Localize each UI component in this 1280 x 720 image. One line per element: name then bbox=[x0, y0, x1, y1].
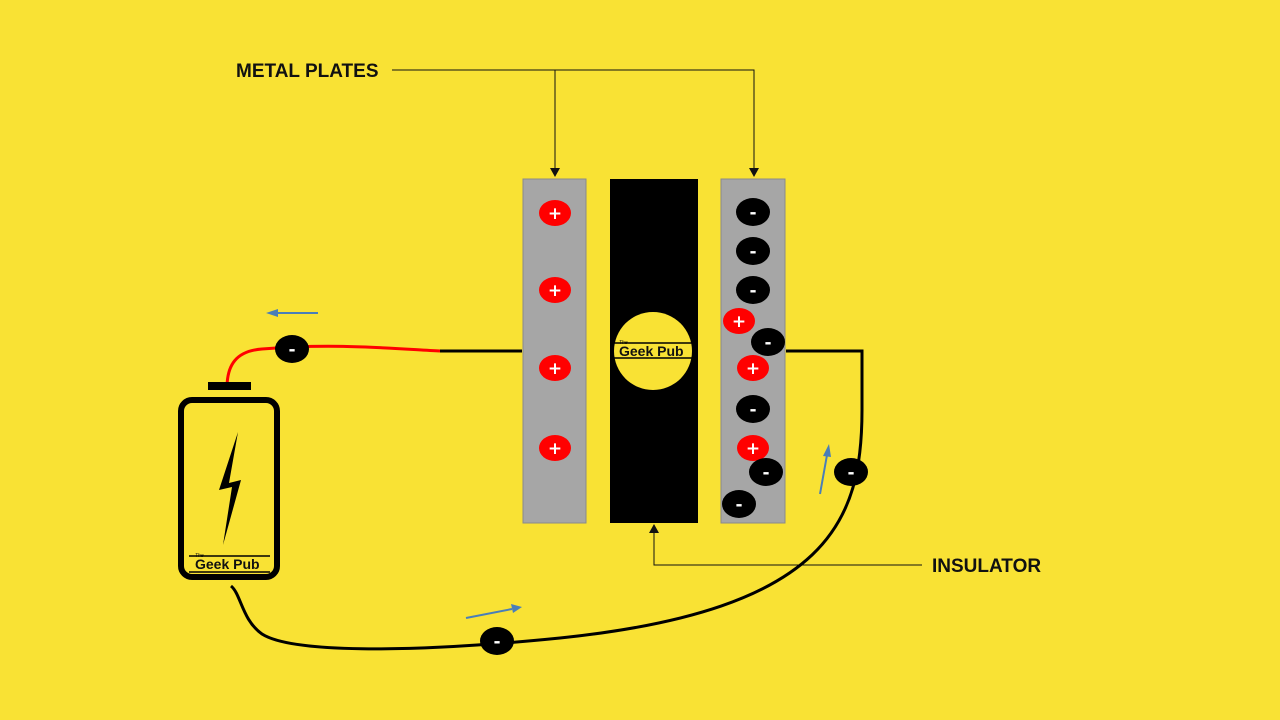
left-metal-plate bbox=[522, 178, 587, 524]
wire-electrons: - - - bbox=[275, 335, 868, 655]
negative-charge: - bbox=[749, 458, 783, 486]
svg-text:+: + bbox=[548, 359, 562, 379]
negative-charge: - bbox=[736, 237, 770, 265]
arrow-right-plate-icon bbox=[749, 168, 759, 177]
svg-text:+: + bbox=[746, 439, 760, 459]
arrow-insulator-icon bbox=[649, 524, 659, 533]
negative-charge: - bbox=[480, 627, 514, 655]
insulator-leader-line bbox=[649, 524, 922, 566]
insulator-logo-name: Geek Pub bbox=[619, 343, 684, 359]
negative-charge: - bbox=[736, 276, 770, 304]
positive-charge: + bbox=[539, 355, 571, 381]
svg-text:-: - bbox=[762, 463, 769, 483]
positive-charge: + bbox=[539, 200, 571, 226]
flow-arrows bbox=[266, 309, 831, 619]
negative-charge: - bbox=[736, 198, 770, 226]
battery-body bbox=[178, 397, 280, 580]
svg-text:-: - bbox=[493, 632, 500, 652]
positive-wire bbox=[225, 344, 441, 389]
insulator-label: INSULATOR bbox=[932, 556, 1041, 577]
svg-text:-: - bbox=[764, 333, 771, 353]
svg-text:-: - bbox=[288, 340, 295, 360]
svg-text:-: - bbox=[749, 400, 756, 420]
positive-charge: + bbox=[539, 277, 571, 303]
flow-arrow-left-icon bbox=[266, 309, 318, 317]
left-plate-charges: + + + + bbox=[539, 200, 571, 461]
battery-logo: The Geek Pub bbox=[189, 553, 270, 573]
battery-terminal bbox=[208, 382, 251, 390]
positive-charge: + bbox=[737, 435, 769, 461]
svg-text:-: - bbox=[749, 242, 756, 262]
battery: The Geek Pub bbox=[178, 382, 280, 580]
svg-text:-: - bbox=[735, 495, 742, 515]
lightning-bolt-icon bbox=[219, 432, 241, 545]
metal-plates-label: METAL PLATES bbox=[236, 61, 379, 82]
svg-text:-: - bbox=[847, 463, 854, 483]
svg-text:-: - bbox=[749, 203, 756, 223]
svg-text:+: + bbox=[548, 439, 562, 459]
flow-arrow-up-icon bbox=[819, 444, 831, 495]
positive-charge: + bbox=[539, 435, 571, 461]
insulator-logo: The Geek Pub bbox=[613, 312, 693, 390]
metal-plates-leader-lines bbox=[392, 69, 759, 177]
negative-charge: - bbox=[751, 328, 785, 356]
negative-charge: - bbox=[722, 490, 756, 518]
right-plate-lead bbox=[786, 349, 864, 410]
negative-charge: - bbox=[736, 395, 770, 423]
battery-logo-name: Geek Pub bbox=[195, 556, 260, 572]
svg-text:+: + bbox=[732, 312, 746, 332]
negative-charge: - bbox=[834, 458, 868, 486]
right-plate-charges: - - - + - + - + - - bbox=[722, 198, 785, 518]
svg-text:-: - bbox=[749, 281, 756, 301]
flow-arrow-right-icon bbox=[465, 604, 522, 619]
svg-text:+: + bbox=[548, 204, 562, 224]
positive-charge: + bbox=[737, 355, 769, 381]
positive-charge: + bbox=[723, 308, 755, 334]
svg-text:+: + bbox=[548, 281, 562, 301]
negative-charge: - bbox=[275, 335, 309, 363]
svg-text:+: + bbox=[746, 359, 760, 379]
arrow-left-plate-icon bbox=[550, 168, 560, 177]
